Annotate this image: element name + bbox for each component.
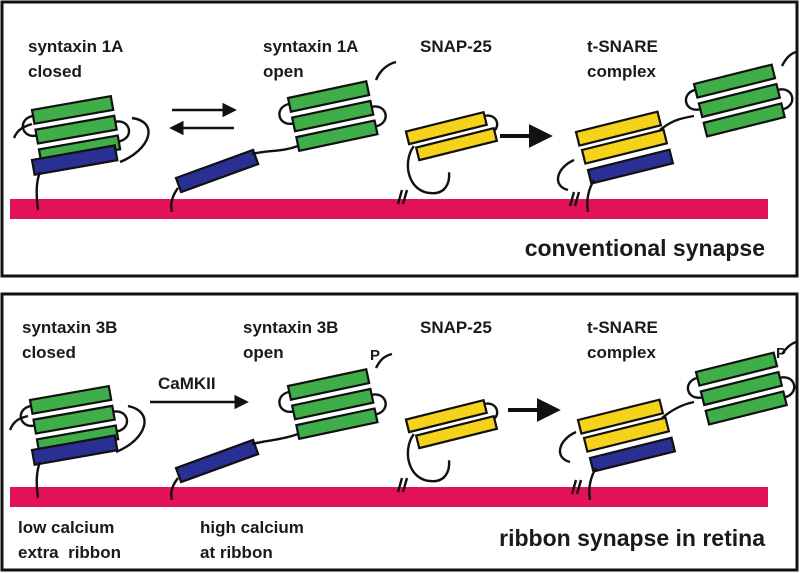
- top-label-syntaxin-open-line1: syntaxin 1A: [263, 37, 358, 56]
- bottom-label-tsnare-line1: t-SNARE: [587, 318, 658, 337]
- bottom-label-low-calcium-line1: low calcium: [18, 518, 114, 537]
- bottom-label-phospho-tsnare: P: [776, 345, 786, 362]
- bottom-syntaxin-open: [170, 352, 393, 501]
- bottom-label-tsnare-line2: complex: [587, 343, 657, 362]
- bottom-label-syntaxin-closed-line2: closed: [22, 343, 76, 362]
- bottom-label-syntaxin-closed-line1: syntaxin 3B: [22, 318, 117, 337]
- bottom-snap25: [396, 396, 512, 494]
- top-label-tsnare-line2: complex: [587, 62, 657, 81]
- top-snap25: [396, 108, 512, 206]
- bottom-label-camkii: CaMKII: [158, 374, 216, 393]
- bottom-label-syntaxin-open-line2: open: [243, 343, 284, 362]
- bottom-tsnare-complex: [558, 340, 800, 501]
- bottom-label-low-calcium-line2: extra ribbon: [18, 543, 121, 562]
- top-label-tsnare-line1: t-SNARE: [587, 37, 658, 56]
- bottom-caption: ribbon synapse in retina: [499, 525, 765, 551]
- top-syntaxin-open: [170, 60, 397, 213]
- top-label-snap25: SNAP-25: [420, 37, 492, 56]
- top-tsnare-complex: [556, 50, 798, 213]
- top-label-syntaxin-closed-line1: syntaxin 1A: [28, 37, 123, 56]
- bottom-label-syntaxin-open-line1: syntaxin 3B: [243, 318, 338, 337]
- bottom-label-high-calcium-line1: high calcium: [200, 518, 304, 537]
- bottom-membrane: [10, 487, 768, 507]
- top-syntaxin-closed: [12, 92, 150, 211]
- top-label-syntaxin-closed-line2: closed: [28, 62, 82, 81]
- top-caption: conventional synapse: [525, 235, 765, 261]
- bottom-syntaxin-closed: [8, 382, 146, 499]
- bottom-label-phospho-open: P: [370, 347, 380, 364]
- top-panel-frame: [0, 0, 799, 278]
- bottom-label-high-calcium-line2: at ribbon: [200, 543, 273, 562]
- top-membrane: [10, 199, 768, 219]
- top-equilibrium-arrows: [169, 102, 237, 136]
- bottom-panel-frame: [0, 292, 799, 572]
- top-label-syntaxin-open-line2: open: [263, 62, 304, 81]
- bottom-label-snap25: SNAP-25: [420, 318, 492, 337]
